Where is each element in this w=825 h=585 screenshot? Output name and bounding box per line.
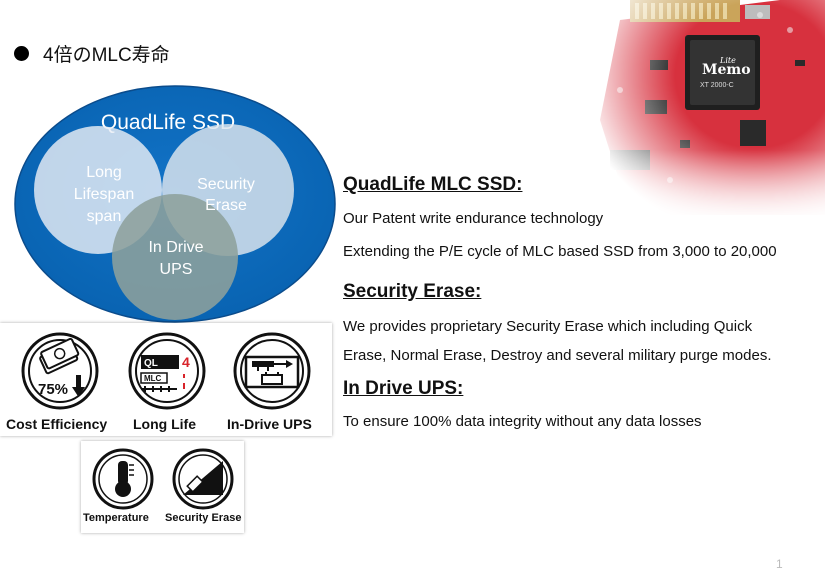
feature-icons-panel: 75% Cost Efficiency QL 4 MLC Long Life I… [0,323,332,436]
section-quadlife-line2: Extending the P/E cycle of MLC based SSD… [343,243,777,260]
venn-label-security-2: Erase [205,197,247,214]
security-erase-label: Security Erase [165,512,242,524]
section-heading-quadlife: QuadLife MLC SSD: [343,174,523,195]
cost-efficiency-label: Cost Efficiency [6,416,108,432]
quadlife-venn-diagram: QuadLife SSD Long Lifespan span Security… [14,85,336,323]
venn-title: QuadLife SSD [101,111,235,134]
long-life-ql-text: QL [144,358,158,369]
venn-label-long-1: Long [86,164,122,181]
venn-label-long-2: Lifespan [74,186,135,203]
venn-label-security-1: Security [197,176,255,193]
venn-circle-in-drive-ups [112,194,238,320]
venn-label-ups-1: In Drive [148,239,203,256]
pcb-chip-brand: Memo [702,62,751,78]
section-heading-in-drive-ups: In Drive UPS: [343,378,464,399]
pcb-chip-model: XT 2000-C [700,82,734,89]
temperature-label: Temperature [83,512,149,524]
slide-title: 4倍のMLC寿命 [14,40,170,67]
temperature-icon [92,448,154,510]
cost-efficiency-icon: 75% [21,332,99,410]
section-heading-security-erase: Security Erase: [343,281,482,302]
in-drive-ups-icon [233,332,311,410]
cost-efficiency-value: 75% [38,381,68,398]
long-life-label: Long Life [133,416,196,432]
long-life-4-text: 4 [182,354,190,370]
security-erase-icon [172,448,234,510]
venn-label-long-3: span [87,208,122,225]
ssd-pcb-photo: Memo Lite XT 2000-C [590,0,825,215]
section-security-line1: We provides proprietary Security Erase w… [343,318,753,335]
pcb-chip-sub: Lite [719,56,736,65]
bullet-dot-icon [14,46,29,61]
long-life-mlc-text: MLC [144,374,162,383]
venn-label-ups-2: UPS [160,261,193,278]
feature-icons-panel-secondary: Temperature Security Erase [81,441,244,533]
slide-title-text: 4倍のMLC寿命 [43,45,170,66]
section-ups-line1: To ensure 100% data integrity without an… [343,413,702,430]
long-life-icon: QL 4 MLC [128,332,206,410]
in-drive-ups-label: In-Drive UPS [227,416,312,432]
page-number: 1 [776,557,783,571]
section-security-line2: Erase, Normal Erase, Destroy and several… [343,347,772,364]
section-quadlife-line1: Our Patent write endurance technology [343,210,604,227]
